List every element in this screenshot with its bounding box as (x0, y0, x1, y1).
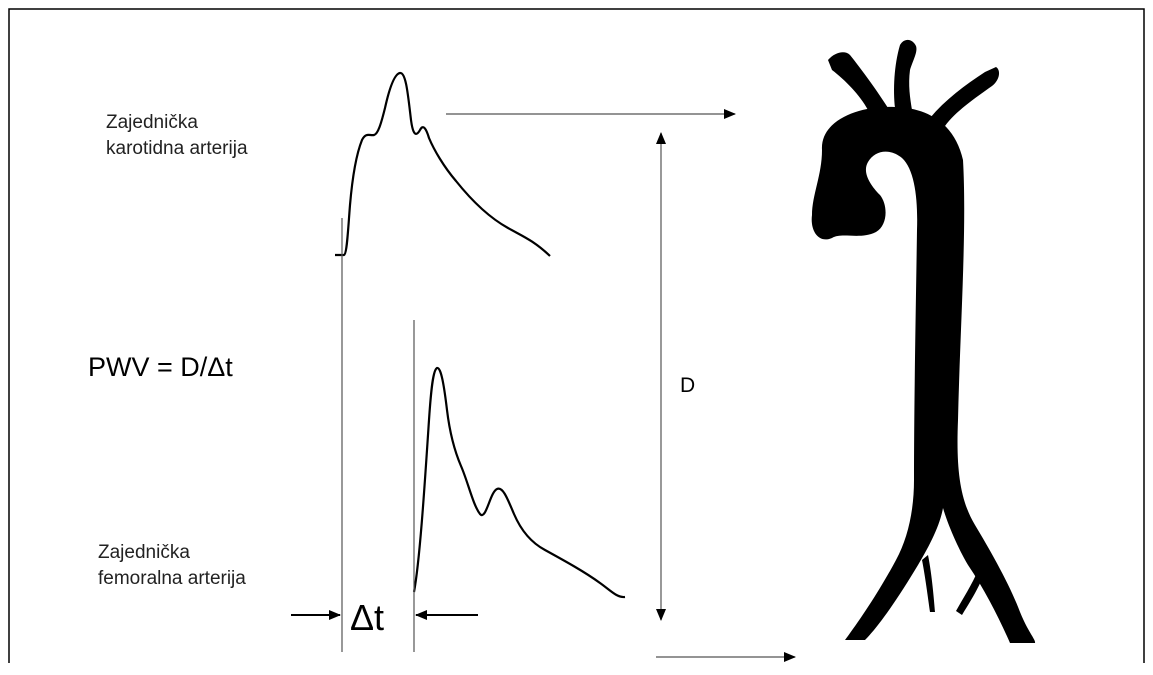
femoral-label-line2: femoralna arterija (98, 568, 246, 589)
carotid-label-line2: karotidna arterija (106, 138, 248, 159)
femoral-label-line1: Zajednička (98, 542, 190, 563)
distance-label: D (680, 374, 696, 397)
carotid-label-line1: Zajednička (106, 112, 198, 133)
pwv-formula: PWV = D/Δt (88, 352, 233, 382)
carotid-artery-label: Zajednička karotidna arterija (106, 110, 248, 162)
femoral-pulse-waveform (412, 366, 626, 599)
aorta-illustration (811, 39, 1036, 643)
femoral-artery-label: Zajednička femoralna arterija (98, 540, 246, 592)
delta-t-label: Δt (350, 597, 385, 638)
carotid-pulse-waveform (335, 71, 551, 257)
diagram-border (8, 8, 1145, 663)
